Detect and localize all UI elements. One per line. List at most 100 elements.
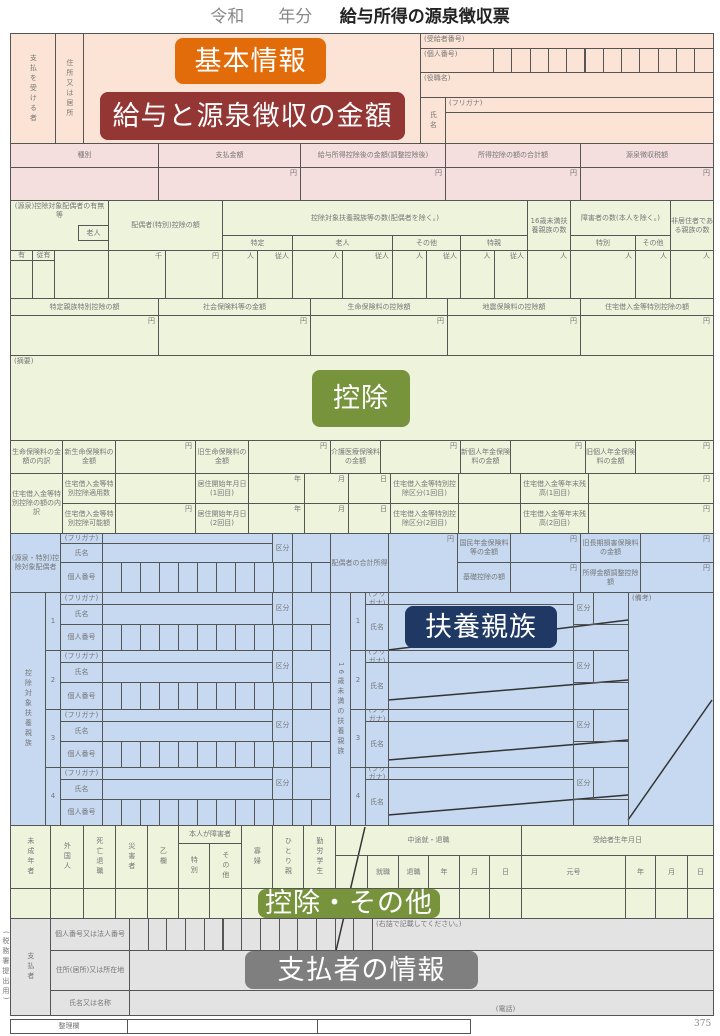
name-field[interactable] <box>388 720 574 768</box>
personal-number-digit[interactable] <box>235 682 255 710</box>
personal-number-digit[interactable] <box>511 48 531 73</box>
personal-number-digit[interactable] <box>273 682 293 710</box>
name-field[interactable] <box>102 604 273 625</box>
life-insurance-field[interactable]: 円 <box>115 440 196 474</box>
personal-number-digit[interactable] <box>311 798 331 826</box>
personal-number-digit[interactable] <box>292 740 312 768</box>
under16-field[interactable]: 人 <box>527 250 571 299</box>
category-field[interactable] <box>292 708 331 742</box>
payer-number-digit[interactable] <box>259 918 280 951</box>
amount-field[interactable]: 円 <box>580 167 714 201</box>
birth-field[interactable] <box>625 888 656 919</box>
personal-number-digit[interactable] <box>197 624 217 652</box>
personal-number-digit[interactable] <box>216 740 236 768</box>
personal-number-digit[interactable] <box>311 624 331 652</box>
personal-number-digit[interactable] <box>178 740 198 768</box>
disabled-special-field[interactable]: 人 <box>570 250 636 299</box>
furigana-field[interactable]: (フリガナ) <box>445 97 714 113</box>
day-field[interactable]: 日 <box>348 503 391 534</box>
dependents-count-field[interactable]: 人 <box>460 250 495 299</box>
personal-number-digit[interactable] <box>311 562 331 593</box>
personal-number-digit[interactable] <box>102 798 122 826</box>
personal-number-digit[interactable] <box>547 48 568 73</box>
pension-field[interactable]: 円 <box>510 533 581 563</box>
birth-field[interactable] <box>521 888 626 919</box>
personal-number-digit[interactable] <box>621 48 641 73</box>
income-adjust-field[interactable]: 円 <box>640 562 714 593</box>
recipient-number-field[interactable]: (受給者番号) <box>420 33 714 49</box>
personal-number-digit[interactable] <box>273 798 293 826</box>
other-field[interactable] <box>115 888 148 919</box>
other-field[interactable] <box>147 888 179 919</box>
personal-number-digit[interactable] <box>292 624 312 652</box>
personal-number-digit[interactable] <box>292 562 312 593</box>
elderly-field[interactable] <box>54 250 109 299</box>
old-insurance-field[interactable]: 円 <box>640 533 714 563</box>
other-field[interactable] <box>83 888 116 919</box>
other-field[interactable] <box>209 888 242 919</box>
deduction-field[interactable]: 円 <box>310 315 448 356</box>
personal-number-digit[interactable] <box>159 798 179 826</box>
personal-number-digit[interactable] <box>197 740 217 768</box>
payer-number-digit[interactable] <box>222 918 243 951</box>
dependents-sub-count-field[interactable]: 従人 <box>342 250 393 299</box>
deduction-field[interactable]: 円 <box>447 315 581 356</box>
deduction-field[interactable]: 円 <box>158 315 311 356</box>
category-field[interactable] <box>593 766 629 800</box>
dependents-count-field[interactable]: 人 <box>222 250 258 299</box>
personal-number-digit[interactable] <box>140 682 160 710</box>
month-field[interactable]: 月 <box>304 503 349 534</box>
personal-number-digit[interactable] <box>121 562 141 593</box>
name-field[interactable] <box>445 112 714 144</box>
personal-number-digit[interactable] <box>657 48 677 73</box>
midyear-field[interactable] <box>489 888 522 919</box>
personal-number-digit[interactable] <box>140 624 160 652</box>
position-field[interactable]: (役職名) <box>420 72 714 98</box>
personal-number-digit[interactable] <box>584 48 604 73</box>
deduction-field[interactable]: 円 <box>10 315 159 356</box>
personal-number-digit[interactable] <box>140 740 160 768</box>
amount-field[interactable]: 円 <box>445 167 581 201</box>
name-field[interactable] <box>102 778 273 800</box>
life-insurance-field[interactable]: 円 <box>510 440 586 474</box>
personal-number-digit[interactable] <box>216 798 236 826</box>
personal-number-digit[interactable] <box>102 740 122 768</box>
personal-number-digit[interactable] <box>140 798 160 826</box>
basic-deduction-field[interactable]: 円 <box>510 562 581 593</box>
personal-number-digit[interactable] <box>121 682 141 710</box>
personal-number-digit[interactable] <box>235 624 255 652</box>
personal-number-digit[interactable] <box>102 682 122 710</box>
name-field[interactable] <box>102 720 273 742</box>
category-field[interactable] <box>593 708 629 742</box>
personal-number-digit[interactable] <box>216 624 236 652</box>
personal-number-digit[interactable] <box>178 562 198 593</box>
personal-number-digit[interactable] <box>197 682 217 710</box>
housing-field[interactable]: 円 <box>115 503 196 534</box>
personal-number-digit[interactable] <box>254 624 274 652</box>
personal-number-digit[interactable] <box>292 682 312 710</box>
personal-number-digit[interactable] <box>121 624 141 652</box>
personal-number-digit[interactable] <box>216 562 236 593</box>
year-field[interactable]: 年 <box>248 473 305 504</box>
housing-class-field[interactable] <box>458 503 521 534</box>
payer-number-digit[interactable] <box>334 918 355 951</box>
personal-number-digit[interactable] <box>178 682 198 710</box>
personal-number-digit[interactable] <box>493 48 513 73</box>
payer-number-digit[interactable] <box>353 918 374 951</box>
personal-number-digit[interactable] <box>235 562 255 593</box>
personal-number-digit[interactable] <box>529 48 549 73</box>
spouse-amount-yen[interactable]: 円 <box>165 250 223 299</box>
personal-number-digit[interactable] <box>639 48 659 73</box>
personal-number-digit[interactable] <box>254 798 274 826</box>
personal-number-digit[interactable] <box>159 740 179 768</box>
name-field[interactable] <box>388 778 574 826</box>
housing-field[interactable] <box>115 473 196 504</box>
personal-number-digit[interactable] <box>676 48 696 73</box>
personal-number-digit[interactable] <box>254 682 274 710</box>
personal-number-digit[interactable] <box>292 798 312 826</box>
personal-number-digit[interactable] <box>273 624 293 652</box>
personal-number-digit[interactable] <box>178 624 198 652</box>
personal-number-digit[interactable] <box>602 48 623 73</box>
payer-number-digit[interactable] <box>278 918 299 951</box>
payer-number-digit[interactable] <box>129 918 149 951</box>
